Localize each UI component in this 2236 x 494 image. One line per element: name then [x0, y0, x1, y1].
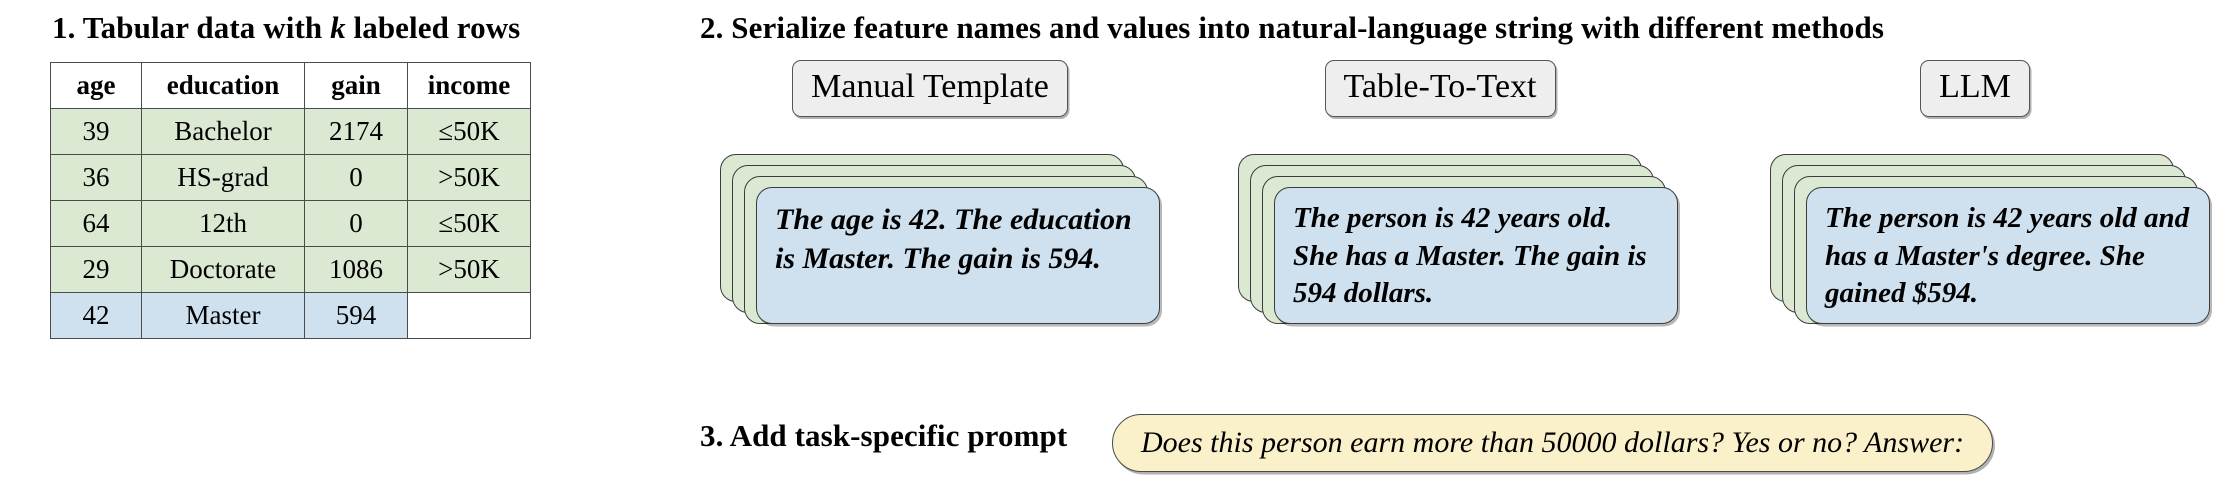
cell-gain: 0: [304, 200, 408, 247]
table-header-row: age education gain income: [50, 62, 531, 109]
cell-income: ≤50K: [407, 108, 531, 155]
step1-italic-k: k: [330, 10, 346, 45]
card-stack-llm: The person is 42 years old and has a Mas…: [1770, 154, 2210, 329]
method-label-manual-template: Manual Template: [792, 60, 1068, 117]
table-row: 29 Doctorate 1086 >50K: [50, 246, 531, 293]
method-group-table-to-text: Table-To-Text The person is 42 years old…: [1210, 60, 1678, 329]
method-label-llm: LLM: [1920, 60, 2030, 117]
cell-education: Master: [141, 292, 305, 339]
task-specific-prompt-pill: Does this person earn more than 50000 do…: [1112, 414, 1994, 472]
cell-gain: 594: [304, 292, 408, 339]
method-group-manual-template: Manual Template The age is 42. The educa…: [700, 60, 1160, 329]
step3-heading: 3. Add task-specific prompt: [700, 418, 1068, 453]
card-stack-manual-template: The age is 42. The education is Master. …: [720, 154, 1160, 329]
column-header-gain: gain: [304, 62, 408, 109]
method-label-row: Manual Template: [700, 60, 1160, 117]
tabular-data-table: age education gain income 39 Bachelor 21…: [50, 62, 531, 339]
table-row-unlabeled: 42 Master 594: [50, 292, 531, 339]
method-label-table-to-text: Table-To-Text: [1324, 60, 1556, 117]
step1-text-after: labeled rows: [345, 10, 521, 45]
cell-education: HS-grad: [141, 154, 305, 201]
step1-number: 1.: [52, 10, 76, 45]
card-front-llm: The person is 42 years old and has a Mas…: [1806, 187, 2210, 324]
table-row: 36 HS-grad 0 >50K: [50, 154, 531, 201]
cell-gain: 0: [304, 154, 408, 201]
cell-gain: 2174: [304, 108, 408, 155]
step1-heading: 1. Tabular data with k labeled rows: [52, 10, 520, 46]
cell-education: 12th: [141, 200, 305, 247]
cell-education: Doctorate: [141, 246, 305, 293]
table-row: 64 12th 0 ≤50K: [50, 200, 531, 247]
cell-income-empty: [407, 292, 531, 339]
column-header-age: age: [50, 62, 142, 109]
method-group-llm: LLM The person is 42 years old and has a…: [1740, 60, 2210, 329]
step2-heading: 2. Serialize feature names and values in…: [700, 10, 1884, 45]
table-row: 39 Bachelor 2174 ≤50K: [50, 108, 531, 155]
card-front-manual-template: The age is 42. The education is Master. …: [756, 187, 1160, 324]
method-label-row: LLM: [1740, 60, 2210, 117]
cell-age: 64: [50, 200, 142, 247]
column-header-income: income: [407, 62, 531, 109]
step1-text-before: Tabular data with: [82, 10, 331, 45]
cell-income: >50K: [407, 246, 531, 293]
cell-education: Bachelor: [141, 108, 305, 155]
cell-age: 36: [50, 154, 142, 201]
column-header-education: education: [141, 62, 305, 109]
card-front-table-to-text: The person is 42 years old. She has a Ma…: [1274, 187, 1678, 324]
cell-age: 29: [50, 246, 142, 293]
card-stack-table-to-text: The person is 42 years old. She has a Ma…: [1238, 154, 1678, 329]
cell-age: 39: [50, 108, 142, 155]
cell-income: ≤50K: [407, 200, 531, 247]
cell-income: >50K: [407, 154, 531, 201]
method-label-row: Table-To-Text: [1210, 60, 1670, 117]
cell-gain: 1086: [304, 246, 408, 293]
cell-age: 42: [50, 292, 142, 339]
